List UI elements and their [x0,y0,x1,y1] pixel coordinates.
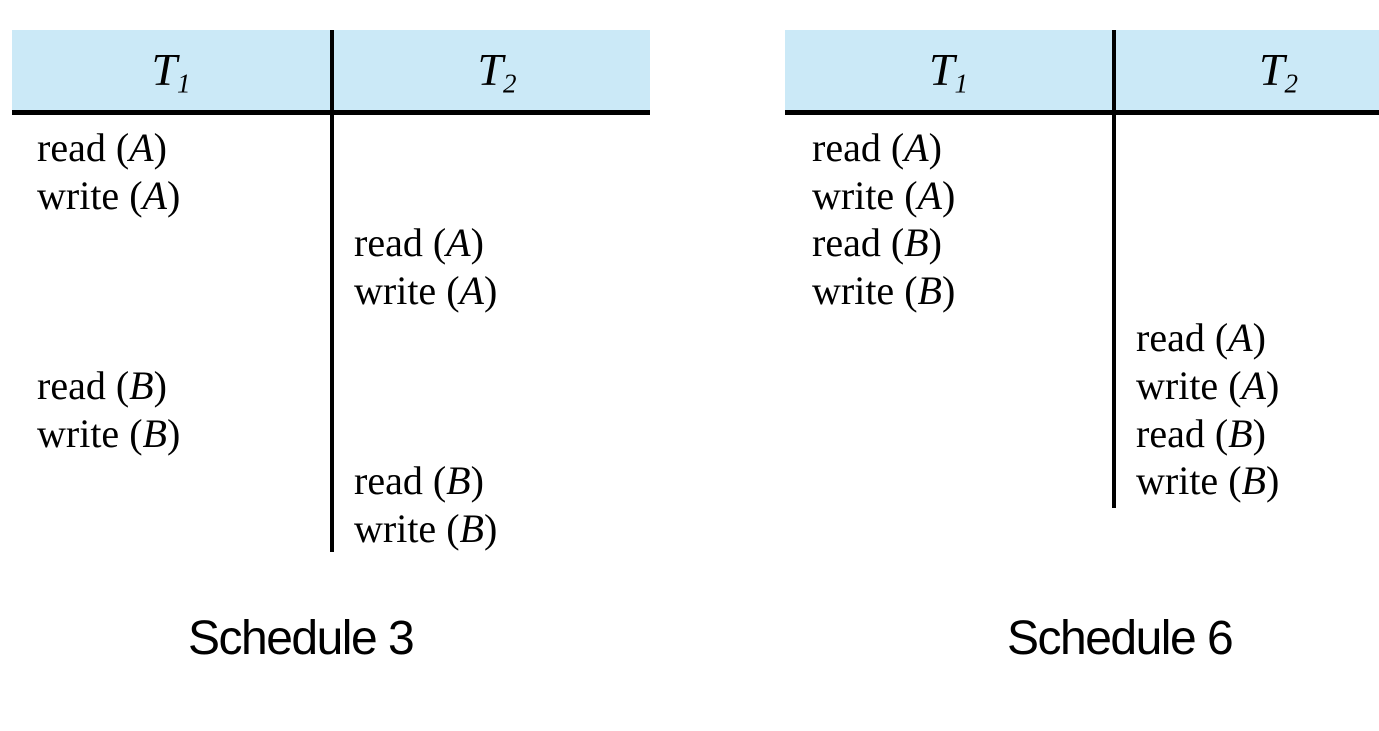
t2-cell: write (B) [1112,457,1379,505]
operation-text: read (A) [37,125,167,170]
operation-text: read (A) [812,125,942,170]
schedule-row: write (A) [785,172,1379,220]
t1-cell [785,457,1112,505]
schedule-3-caption: Schedule 3 [188,612,415,665]
schedule-row: read (A) [12,219,650,267]
t1-cell [785,410,1112,458]
operation-text: read (B) [354,458,484,504]
t1-cell: read (A) [785,124,1112,172]
schedule-row: read (A) [785,124,1379,172]
schedule-row [12,314,650,362]
t2-cell: read (A) [1112,314,1379,362]
t2-cell: read (A) [330,219,650,267]
schedule-row: read (B) [785,410,1379,458]
schedule-3-table: T1 T2 read (A)write (A)read (A)write (A)… [12,30,650,690]
t2-base: T [477,44,504,95]
schedule-6-rows: read (A)write (A)read (B)write (B)read (… [785,124,1379,505]
operation-text: write (A) [812,172,956,218]
schedule-3-column-divider-line [330,30,334,552]
schedule-row: write (A) [12,172,650,220]
schedule-row: write (B) [785,457,1379,505]
t2-cell [330,314,650,362]
operation-text: write (A) [354,267,498,313]
operation-text: read (B) [1136,410,1266,456]
schedule-row: read (A) [785,314,1379,362]
schedule-row: write (A) [12,267,650,315]
t1-cell [12,267,330,315]
operation-text: read (B) [812,220,942,266]
schedule-row: write (A) [785,362,1379,410]
schedule-3-header-cell-t1: T1 [12,30,330,110]
schedule-6-column-divider-line [1112,30,1116,508]
schedule-row: read (B) [12,362,650,410]
t1-cell [785,362,1112,410]
schedule-6-header-cell-t1: T1 [785,30,1112,110]
t2-cell [1112,219,1379,267]
operation-text: write (B) [37,410,181,456]
t1-cell [785,314,1112,362]
t1-cell: write (B) [12,410,330,458]
t2-cell [330,362,650,410]
t2-base: T [1258,44,1285,95]
t1-base: T [151,44,178,95]
operation-text: write (B) [1136,458,1280,504]
schedule-row: read (B) [12,457,650,505]
schedule-row: read (B) [785,219,1379,267]
t1-subscript: 1 [177,68,191,99]
t1-subscript: 1 [954,68,969,99]
t2-cell [1112,172,1379,220]
t2-subscript: 2 [1284,68,1299,99]
t2-cell [330,172,650,220]
schedule-row: write (B) [12,505,650,553]
t2-cell: write (A) [330,267,650,315]
column-header-t1: T1 [151,44,190,98]
operation-text: read (A) [354,220,484,266]
t1-cell: read (B) [785,219,1112,267]
schedule-row: write (B) [785,267,1379,315]
t1-base: T [928,44,955,95]
schedule-3-header-cell-t2: T2 [330,30,650,110]
t2-cell [330,124,650,172]
schedule-row: write (B) [12,410,650,458]
t1-cell [12,314,330,362]
t2-cell: write (A) [1112,362,1379,410]
t1-cell [12,505,330,553]
t1-cell [12,219,330,267]
t2-cell [330,410,650,458]
schedule-row: read (A) [12,124,650,172]
t1-cell: read (B) [12,362,330,410]
t1-cell: write (A) [785,172,1112,220]
schedule-6-header-row: T1 T2 [785,30,1379,115]
t2-cell [1112,267,1379,315]
schedule-6-table: T1 T2 read (A)write (A)read (B)write (B)… [785,30,1379,690]
column-header-t1: T1 [928,44,968,98]
schedule-6-caption: Schedule 6 [1007,612,1234,665]
column-header-t2: T2 [477,44,516,98]
t2-cell: read (B) [1112,410,1379,458]
t1-cell: write (B) [785,267,1112,315]
t2-subscript: 2 [503,68,517,99]
operation-text: read (A) [1136,315,1266,361]
t1-cell: read (A) [12,124,330,172]
t1-cell: write (A) [12,172,330,220]
t2-cell: read (B) [330,457,650,505]
t2-cell: write (B) [330,505,650,553]
operation-text: read (B) [37,362,167,408]
t1-cell [12,457,330,505]
operation-text: write (A) [1136,362,1280,408]
column-header-t2: T2 [1258,44,1298,98]
schedule-6-header-cell-t2: T2 [1112,30,1379,110]
operation-text: write (B) [812,267,956,313]
t2-cell [1112,124,1379,172]
schedule-3-rows: read (A)write (A)read (A)write (A)read (… [12,124,650,552]
operation-text: write (B) [354,505,498,551]
operation-text: write (A) [37,172,181,218]
